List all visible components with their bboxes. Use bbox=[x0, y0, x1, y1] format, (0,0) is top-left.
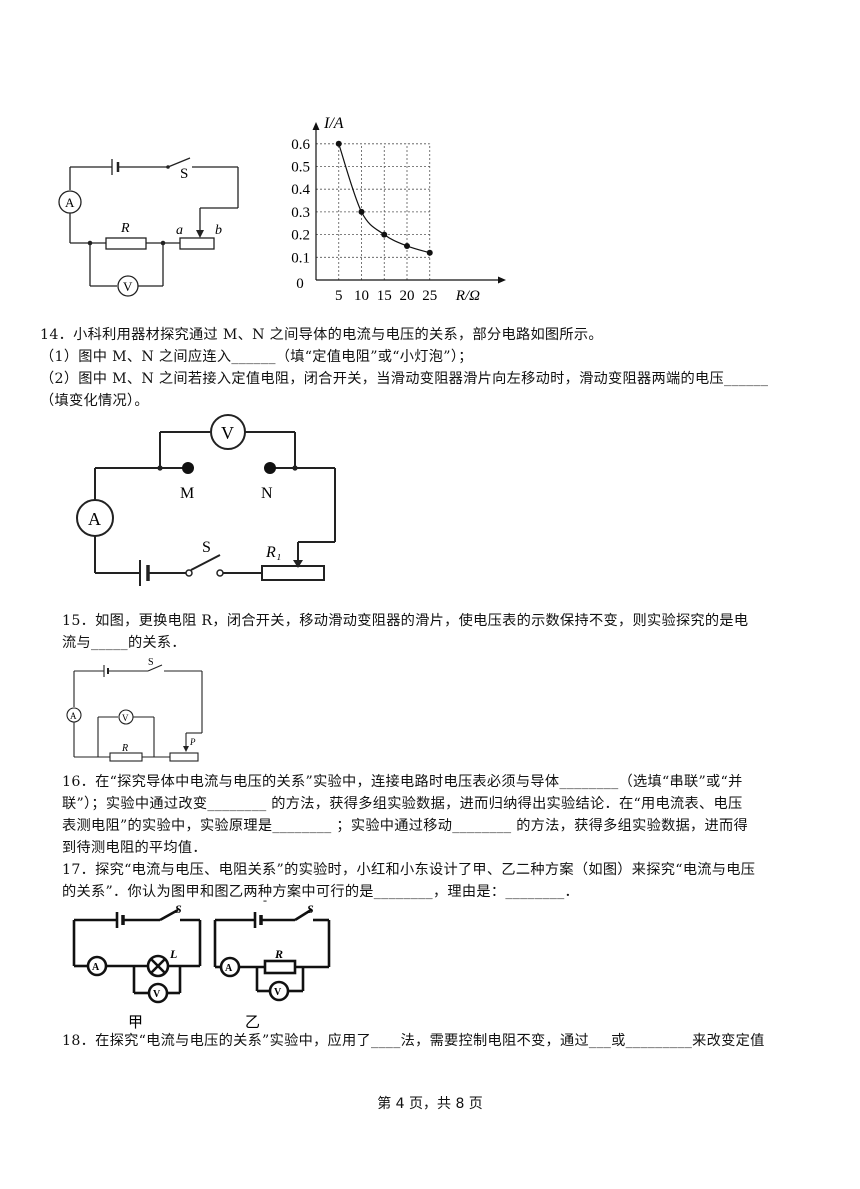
n-label: N bbox=[261, 485, 273, 502]
x-axis-arrow bbox=[498, 276, 506, 284]
ammeter-label: A bbox=[225, 963, 233, 974]
ammeter-label: A bbox=[70, 711, 77, 721]
rheostat bbox=[169, 752, 199, 762]
q15-line-2: 流与_____的关系． bbox=[62, 635, 186, 651]
ammeter-label: A bbox=[92, 962, 100, 973]
terminal-a-label: a bbox=[176, 223, 183, 238]
y-axis-arrow bbox=[312, 122, 320, 130]
caption-jia: 甲 bbox=[128, 1015, 143, 1031]
data-point bbox=[426, 249, 433, 256]
q16-line-1: 16．在“探究导体中电流与电压的关系”实验中，连接电路时电压表必须与导体____… bbox=[62, 774, 743, 790]
switch-label: S bbox=[307, 902, 314, 916]
y-tick-label: 0.5 bbox=[291, 160, 310, 176]
question-14: 14．小科利用器材探究通过 M、N 之间导体的电流与电压的关系，部分电路如图所示… bbox=[40, 324, 840, 412]
resistor-r bbox=[263, 959, 297, 975]
circuit-2: V A M N S R₁ bbox=[76, 414, 336, 586]
switch-label: S bbox=[148, 657, 154, 668]
rheostat-label: R₁ bbox=[265, 544, 281, 561]
minus-mark: - bbox=[263, 895, 267, 907]
switch-blade bbox=[190, 554, 221, 571]
switch-blade bbox=[167, 157, 191, 168]
resistor-r bbox=[109, 752, 143, 762]
terminal-n bbox=[264, 462, 276, 474]
circuit-jia: S A L V 甲 bbox=[72, 902, 202, 1031]
voltmeter-label: V bbox=[122, 713, 129, 723]
x-tick-label: 25 bbox=[422, 288, 437, 304]
question-18: 18．在探究“电流与电压的关系”实验中，应用了____法，需要控制电阻不变，通过… bbox=[62, 1030, 838, 1052]
x-tick-label: 5 bbox=[335, 288, 343, 304]
y-tick-label: 0.3 bbox=[291, 205, 310, 221]
voltmeter-label: V bbox=[123, 279, 133, 294]
q16-line-4: 到待测电阻的平均值． bbox=[62, 840, 207, 856]
circuit-yi: - S A R V 乙 bbox=[213, 895, 331, 1031]
terminal-b-label: b bbox=[215, 223, 222, 238]
rheostat bbox=[179, 237, 215, 250]
q18-line-1: 18．在探究“电流与电压的关系”实验中，应用了____法，需要控制电阻不变，通过… bbox=[62, 1033, 765, 1049]
voltmeter-label: V bbox=[153, 989, 161, 1000]
q17-line-2: 的关系”．你认为图甲和图乙两种方案中可行的是________，理由是：_____… bbox=[62, 884, 580, 900]
circuit-3: S A V R P bbox=[66, 657, 203, 762]
resistor-label: R bbox=[120, 221, 130, 236]
data-point bbox=[358, 208, 365, 215]
q14-line-1: 14．小科利用器材探究通过 M、N 之间导体的电流与电压的关系，部分电路如图所示… bbox=[40, 327, 603, 343]
slider-label: P bbox=[189, 737, 196, 747]
voltmeter-label: V bbox=[274, 987, 282, 998]
x-tick-label: 15 bbox=[377, 288, 392, 304]
page-footer: 第 4 页，共 8 页 bbox=[377, 1096, 483, 1112]
q14-line-3: （2）图中 M、N 之间若接入定值电阻，闭合开关，当滑动变阻器滑片向左移动时，滑… bbox=[40, 371, 769, 387]
q14-line-4: （填变化情况）。 bbox=[40, 393, 149, 409]
current-resistance-graph: 5 10 15 20 25 0.6 0.5 0.4 0.3 0.2 0.1 0 I/A R/Ω bbox=[291, 115, 506, 304]
question-15: 15．如图，更换电阻 R，闭合开关，移动滑动变阻器的滑片，使电压表的示数保持不变… bbox=[62, 610, 838, 654]
caption-yi: 乙 bbox=[245, 1015, 260, 1031]
lamp-label: L bbox=[169, 947, 177, 961]
y-tick-label: 0.1 bbox=[291, 250, 310, 266]
switch-label: S bbox=[202, 539, 211, 556]
x-axis-label: R/Ω bbox=[455, 288, 480, 304]
origin-label: 0 bbox=[296, 276, 304, 292]
switch-label: S bbox=[175, 902, 182, 916]
y-tick-label: 0.4 bbox=[291, 182, 310, 198]
q14-line-2: （1）图中 M、N 之间应连入______（填“定值电阻”或“小灯泡”）； bbox=[40, 349, 473, 365]
rheostat-r1 bbox=[261, 565, 325, 581]
y-tick-label: 0.6 bbox=[291, 137, 310, 153]
circuit-1: S A R a b V bbox=[58, 157, 239, 297]
m-label: M bbox=[180, 485, 194, 502]
x-tick-label: 10 bbox=[354, 288, 369, 304]
y-axis-label: I/A bbox=[323, 115, 344, 132]
switch-label: S bbox=[180, 166, 188, 182]
ammeter-label: A bbox=[65, 195, 75, 210]
terminal-m bbox=[182, 462, 194, 474]
voltmeter-label: V bbox=[221, 423, 234, 443]
data-point bbox=[404, 242, 410, 249]
x-tick-label: 20 bbox=[400, 288, 415, 304]
question-17: 17．探究“电流与电压、电阻关系”的实验时，小红和小东设计了甲、乙二种方案（如图… bbox=[62, 859, 838, 903]
question-16: 16．在“探究导体中电流与电压的关系”实验中，连接电路时电压表必须与导体____… bbox=[62, 771, 838, 859]
q16-line-3: 表测电阻”的实验中，实验原理是________ ；实验中通过移动________… bbox=[62, 818, 748, 834]
ammeter-label: A bbox=[88, 509, 101, 529]
resistor-label: R bbox=[121, 743, 128, 754]
q17-line-1: 17．探究“电流与电压、电阻关系”的实验时，小红和小东设计了甲、乙二种方案（如图… bbox=[62, 862, 756, 878]
resistor-label: R bbox=[274, 947, 283, 961]
q16-line-2: 联”）；实验中通过改变________ 的方法，获得多组实验数据，进而归纳得出实… bbox=[62, 796, 743, 812]
q15-line-1: 15．如图，更换电阻 R，闭合开关，移动滑动变阻器的滑片，使电压表的示数保持不变… bbox=[62, 613, 749, 629]
y-tick-label: 0.2 bbox=[291, 228, 310, 244]
data-point bbox=[335, 140, 342, 147]
data-point bbox=[381, 231, 388, 238]
resistor-r bbox=[105, 237, 147, 250]
